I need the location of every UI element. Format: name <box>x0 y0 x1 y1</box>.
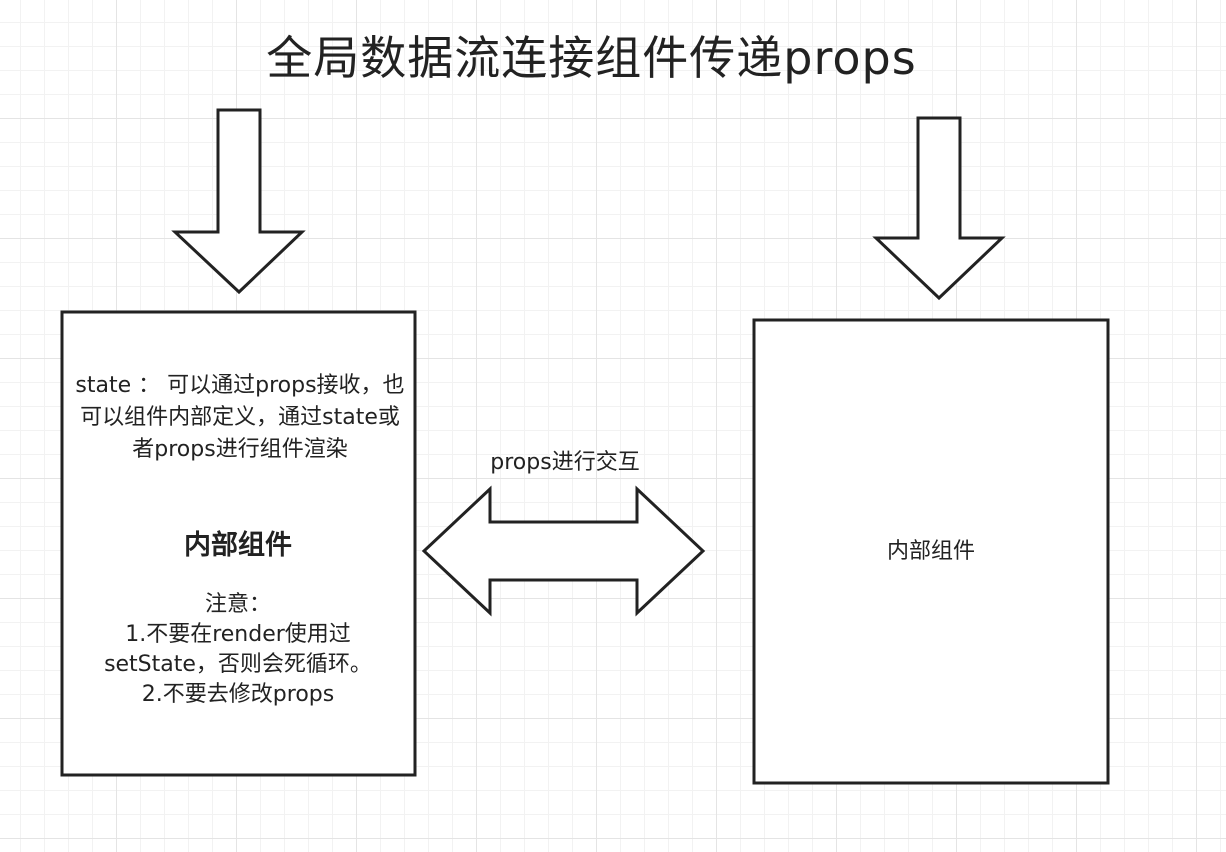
left-component-heading: 内部组件 <box>184 530 292 561</box>
note-line-title: 注意： <box>204 592 271 617</box>
note-line-1: 1.不要在render使用过 <box>125 622 351 647</box>
interaction-label: props进行交互 <box>490 450 640 475</box>
diagram-title: 全局数据流连接组件传递props <box>266 31 917 85</box>
right-component-box <box>752 318 1110 785</box>
note-line-3: 2.不要去修改props <box>141 682 335 707</box>
left-component-note: 注意： 1.不要在render使用过 setState，否则会死循环。 2.不要… <box>62 590 414 710</box>
down-arrow-right <box>872 116 1006 301</box>
bidirectional-arrow <box>421 485 706 617</box>
left-state-description: state ： 可以通过props接收，也可以组件内部定义，通过state或者p… <box>75 373 405 462</box>
note-line-2: setState，否则会死循环。 <box>104 652 372 677</box>
right-component-label: 内部组件 <box>886 539 975 564</box>
down-arrow-left <box>171 108 306 295</box>
left-component-box <box>60 310 417 777</box>
